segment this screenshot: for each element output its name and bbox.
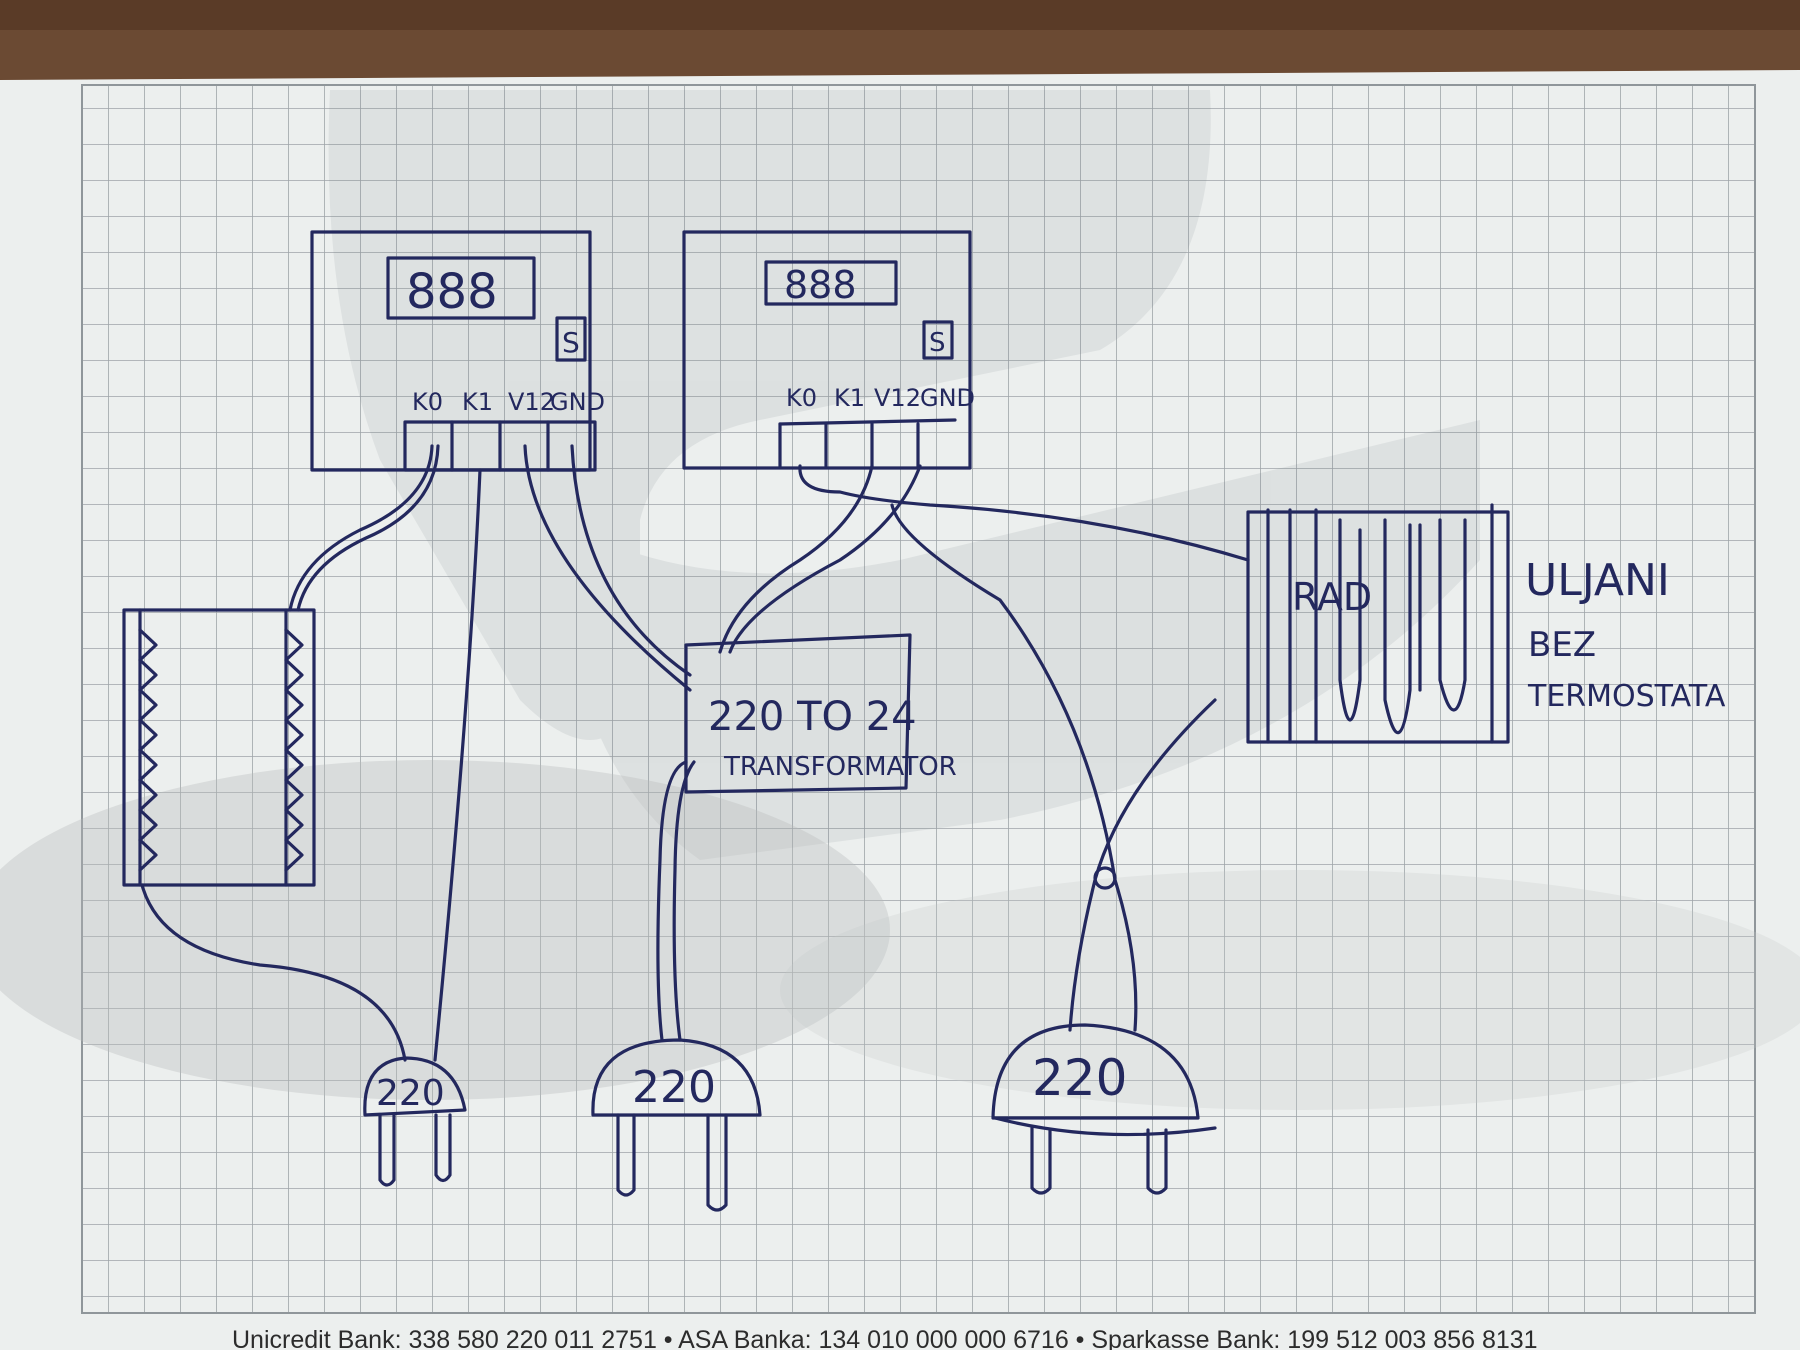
transformer-sublabel: TRANSFORMATOR (723, 752, 957, 782)
controller-right-terminal-k0: K0 (786, 384, 817, 412)
controller-left-button (555, 316, 587, 362)
controller-right-terminal-k1: K1 (834, 384, 865, 412)
plug-right (991, 1023, 1217, 1195)
plug-left-label: 220 (376, 1073, 445, 1114)
controller-right-button (922, 320, 954, 360)
controller-right-terminal-gnd: GND (920, 384, 975, 412)
note-line-1: ULJANI (1525, 555, 1670, 606)
plug-middle-label: 220 (632, 1062, 716, 1113)
controller-right (682, 230, 972, 470)
grid-area (81, 84, 1756, 1314)
note-line-3: TERMOSTATA (1527, 679, 1726, 714)
controller-left-terminal-v12: V12 (508, 388, 555, 416)
controller-right-terminal-v12: V12 (874, 384, 921, 412)
controller-right-button-text: S (929, 328, 946, 358)
wires (140, 444, 1250, 1062)
controller-left-display (386, 256, 536, 320)
heating-mat (122, 608, 316, 887)
controller-right-display (764, 260, 898, 306)
controller-left-terminal-k1: K1 (462, 388, 493, 416)
radiator (1246, 503, 1510, 744)
plug-right-label: 220 (1032, 1049, 1127, 1107)
controller-left-terminal-k0: K0 (412, 388, 443, 416)
controller-left-display-text: 888 (406, 264, 498, 320)
transformer (684, 633, 912, 794)
note-line-2: BEZ (1528, 625, 1596, 665)
radiator-label: RAD (1292, 575, 1372, 619)
controller-left-terminal-gnd: GND (550, 388, 605, 416)
controller-left-button-text: S (562, 326, 580, 359)
handwritten-labels: 888 S K0 K1 V12 GND 888 S K0 K1 V12 GND … (376, 263, 1726, 1114)
controller-right-display-text: 888 (784, 263, 857, 307)
footer-bank-info: Unicredit Bank: 338 580 220 011 2751 • A… (232, 1326, 1538, 1350)
transformer-label: 220 TO 24 (708, 694, 917, 740)
watermark-logo (328, 90, 1480, 860)
controller-left (310, 230, 597, 472)
